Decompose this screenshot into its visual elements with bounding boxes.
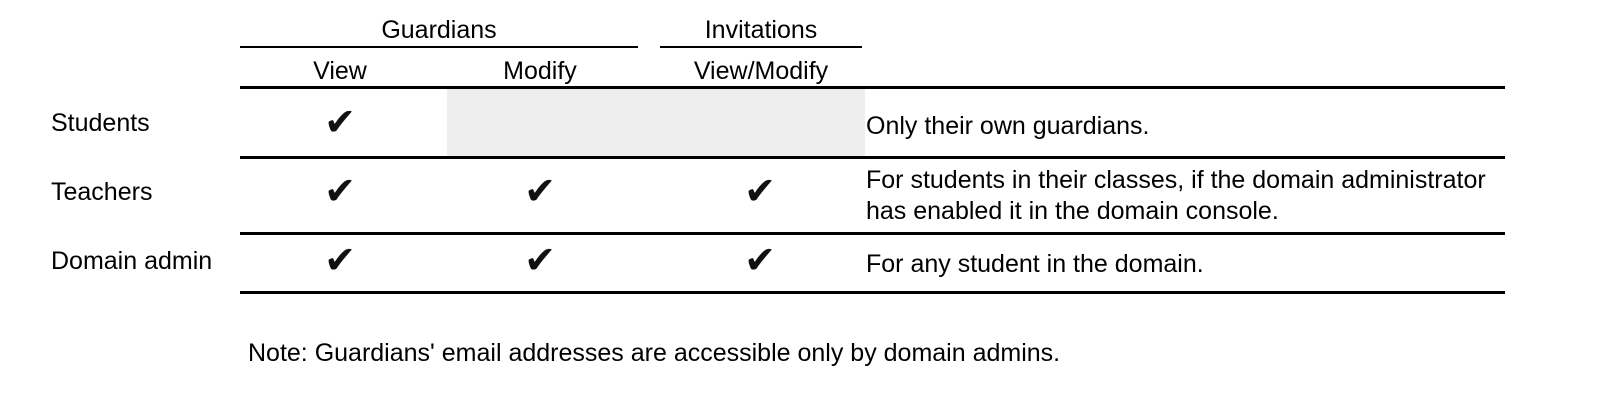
cell-students-guardians-modify-shaded: [447, 89, 865, 156]
check-icon-domain-admin-guardians-view: ✔: [324, 238, 356, 282]
note-students: Only their own guardians.: [866, 112, 1150, 140]
column-group-rule-guardians: [240, 46, 638, 48]
table-rule-header-bottom: [240, 86, 1505, 89]
table-rule-table-bottom: [240, 291, 1505, 294]
row-label-domain-admin: Domain admin: [51, 247, 213, 275]
check-icon-domain-admin-guardians-modify: ✔: [524, 238, 556, 282]
column-header-guardians-view: View: [313, 57, 367, 85]
table-rule-after-students: [240, 156, 1505, 159]
column-group-header-invitations: Invitations: [704, 16, 818, 44]
note-teachers: For students in their classes, if the do…: [866, 166, 1486, 225]
row-label-teachers: Teachers: [51, 178, 153, 206]
check-icon-teachers-guardians-modify: ✔: [524, 169, 556, 213]
table-footnote: Note: Guardians' email addresses are acc…: [248, 339, 1061, 367]
check-icon-teachers-guardians-view: ✔: [324, 169, 356, 213]
column-header-guardians-modify: Modify: [503, 57, 577, 85]
check-icon-students-guardians-view: ✔: [324, 100, 356, 144]
column-header-invitations-view-modify: View/Modify: [693, 57, 829, 85]
row-label-students: Students: [51, 109, 150, 137]
table-rule-after-teachers: [240, 232, 1505, 235]
check-icon-domain-admin-invitations-view-modify: ✔: [744, 238, 776, 282]
column-group-rule-invitations: [660, 46, 862, 48]
check-icon-teachers-invitations-view-modify: ✔: [744, 169, 776, 213]
column-group-header-guardians: Guardians: [381, 16, 497, 44]
note-domain-admin: For any student in the domain.: [866, 250, 1204, 278]
